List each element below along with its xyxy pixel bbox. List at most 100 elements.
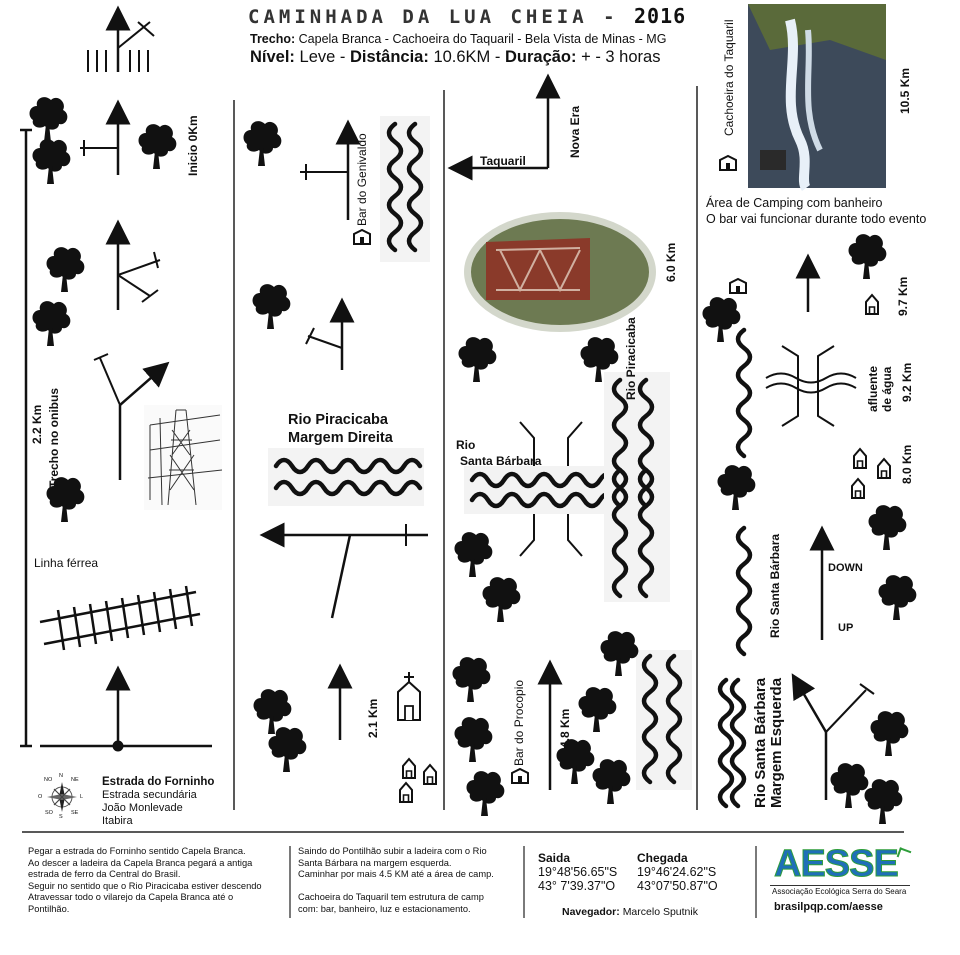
label-km-4-8: 4.8 Km — [558, 708, 572, 748]
compass-l: L — [80, 794, 84, 800]
column-separators — [22, 86, 904, 833]
map-title: CAMINHADA DA LUA CHEIA - 2016 — [248, 4, 686, 28]
legend-itabira: Itabira — [102, 815, 133, 827]
compass-no: NO — [44, 777, 53, 783]
tree-icon — [868, 505, 907, 550]
logo-text: AESSE — [774, 843, 900, 886]
tree-icon — [848, 234, 887, 279]
label-up: UP — [838, 622, 854, 634]
waterfall-photo — [748, 4, 886, 191]
saida-lon: 43° 7'39.37"O — [538, 879, 616, 893]
distance-value: 10.6KM — [433, 48, 491, 66]
saida-label: Saida — [538, 851, 571, 865]
tree-icon — [454, 532, 493, 577]
level-label: Nível: — [250, 48, 295, 66]
tree-icon — [252, 284, 291, 329]
tree-icon — [452, 657, 491, 702]
label-rio-sb-me-2: Margem Esquerda — [768, 677, 785, 808]
river-santa-barbara-waves — [464, 466, 622, 514]
label-bar-evento: O bar vai funcionar durante todo evento — [706, 212, 927, 226]
house-icon — [423, 764, 437, 785]
house-icon — [865, 294, 879, 315]
tree-icon — [870, 711, 909, 756]
label-rio-piracicaba: Rio Piracicaba — [624, 317, 638, 400]
label-rio-piracicaba-md: Rio Piracicaba — [288, 412, 388, 428]
label-inicio: Inicio 0Km — [186, 115, 200, 176]
title-text: CAMINHADA DA LUA CHEIA - — [248, 6, 619, 28]
house-icon — [402, 758, 416, 779]
compass-n: N — [59, 773, 63, 779]
route-label: Trecho: — [250, 32, 296, 46]
column-4-drawing — [781, 253, 875, 800]
chegada-label: Chegada — [637, 851, 688, 865]
tree-icon — [702, 297, 741, 342]
compass-se: SE — [71, 810, 79, 816]
tree-icon — [878, 575, 917, 620]
bridge-photo — [457, 205, 663, 339]
legend-joao-monlevade: João Monlevade — [102, 802, 183, 814]
footer-directions-1: Pegar a estrada do Forninho sentido Cape… — [28, 846, 288, 916]
label-km-8-0: 8.0 Km — [900, 444, 914, 484]
footer-line: Santa Bárbara na margem esquerda. — [298, 857, 452, 868]
compass-o: O — [38, 794, 43, 800]
tree-icon — [578, 687, 617, 732]
footer-line: Caminhar por mais 4.5 KM até a área de c… — [298, 869, 494, 880]
chegada-lon: 43°07'50.87"O — [637, 879, 718, 893]
logo-subtitle: Associação Ecológica Serra do Seara — [772, 887, 907, 896]
label-bar-genivaldo: Bar do Genivaldo — [355, 133, 369, 226]
footer-line: Pegar a estrada do Forninho sentido Cape… — [28, 846, 246, 856]
label-bar-procopio: Bar do Procopio — [512, 679, 526, 766]
specs-line: Nível: Leve - Distância: 10.6KM - Duraçã… — [250, 48, 661, 66]
label-trecho-onibus: Trecho no onibus — [47, 387, 61, 488]
footer-line: Atravessar todo o vilarejo da Capela Bra… — [28, 892, 234, 903]
tree-icon — [466, 771, 505, 816]
footer-line: Seguir no sentido que o Rio Piracicaba e… — [28, 880, 262, 891]
bar-icon — [511, 768, 529, 784]
legend-estrada-secundaria: Estrada secundária — [102, 789, 197, 801]
house-icon — [399, 782, 413, 803]
chegada-lat: 19°46'24.62"S — [637, 865, 717, 879]
leaf-icon — [896, 847, 912, 861]
footer-line: com: bar, banheiro, luz e estacionamento… — [298, 903, 471, 914]
navegador: Navegador: Marcelo Sputnik — [562, 906, 698, 918]
label-margem-direita: Margem Direita — [288, 430, 393, 446]
aesse-url[interactable]: brasilpqp.com/aesse — [774, 901, 883, 913]
bar-icon — [719, 155, 737, 171]
label-de-agua: de água — [880, 366, 894, 412]
label-down: DOWN — [828, 562, 863, 574]
house-icon — [877, 458, 891, 479]
label-km-9-2: 9.2 Km — [900, 362, 914, 402]
legend-estrada-forninho: Estrada do Forninho — [102, 776, 215, 788]
route-value: Capela Branca - Cachoeira do Taquaril - … — [298, 32, 667, 46]
label-km-2-2: 2.2 Km — [30, 404, 44, 444]
route-line: Trecho: Capela Branca - Cachoeira do Taq… — [250, 32, 666, 46]
label-cachoeira: Cachoeira do Taquaril — [722, 19, 736, 136]
label-nova-era: Nova Era — [568, 105, 582, 158]
footer-line — [298, 881, 522, 893]
aesse-logo: AESSE Associação Ecológica Serra do Sear… — [770, 843, 912, 901]
house-icon — [853, 448, 867, 469]
label-rio-santa-barbara: Rio Santa Bárbara — [768, 533, 782, 638]
tree-icon — [600, 631, 639, 676]
navegador-name: Marcelo Sputnik — [622, 906, 698, 918]
column-2-drawing — [259, 119, 428, 740]
tree-icon — [592, 759, 631, 804]
footer-line: Pontilhão. — [28, 903, 70, 914]
tree-icon — [458, 337, 497, 382]
navegador-label: Navegador: — [562, 906, 620, 918]
tree-icon — [253, 689, 292, 734]
tree-icon — [46, 247, 85, 292]
tree-icon — [864, 779, 903, 824]
label-camping: Área de Camping com banheiro — [706, 196, 883, 210]
church-icon — [397, 672, 421, 721]
duration-value: + - 3 horas — [581, 48, 661, 66]
footer-line: estrada de ferro da Central do Brasil. — [28, 869, 181, 880]
power-tower-image — [144, 405, 223, 510]
river-vertical-waves-col2 — [380, 116, 430, 262]
house-icon — [851, 478, 865, 499]
label-afluente: afluente — [866, 365, 880, 412]
saida-lat: 19°48'56.65"S — [538, 865, 618, 879]
label-km-10-5: 10.5 Km — [898, 67, 912, 114]
distance-label: Distância: — [349, 48, 429, 66]
tree-icon — [32, 301, 71, 346]
